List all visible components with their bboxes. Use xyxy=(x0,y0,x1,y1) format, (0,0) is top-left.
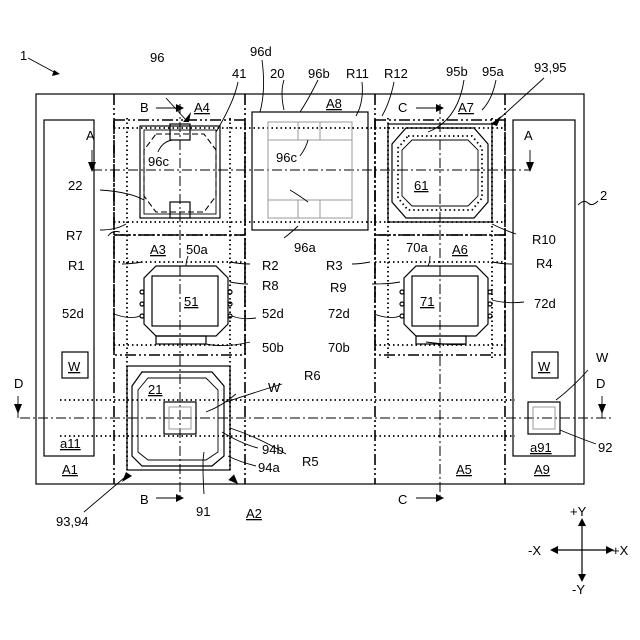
substrate-leader xyxy=(578,201,598,205)
arrow-93-94 xyxy=(122,472,132,482)
label-41: 41 xyxy=(232,66,246,81)
element-70b-foot xyxy=(416,336,466,344)
label-R6: R6 xyxy=(304,368,321,383)
label-52d-right: 52d xyxy=(262,306,284,321)
label-96d: 96d xyxy=(250,44,272,59)
label-R12: R12 xyxy=(384,66,408,81)
label-device-1: 1 xyxy=(20,48,27,63)
element-21-octagon xyxy=(132,372,224,466)
label-72d-left: 72d xyxy=(328,306,350,321)
label-C-top: C xyxy=(398,100,407,115)
label-R8: R8 xyxy=(262,278,279,293)
label-W-box-right: W xyxy=(538,359,551,374)
element-96c-pad-top xyxy=(298,122,320,140)
label-A3: A3 xyxy=(150,242,166,257)
arrow-a2 xyxy=(228,474,241,487)
label-91: 91 xyxy=(196,504,210,519)
label-50a: 50a xyxy=(186,242,208,257)
label-A1: A1 xyxy=(62,462,78,477)
label-A9: A9 xyxy=(534,462,550,477)
label-70b: 70b xyxy=(328,340,350,355)
label-A5: A5 xyxy=(456,462,472,477)
label-70a: 70a xyxy=(406,240,428,255)
label-R5: R5 xyxy=(302,454,319,469)
label-93-94: 93,94 xyxy=(56,514,89,529)
label-A4: A4 xyxy=(194,100,210,115)
label-C-bottom: C xyxy=(398,492,407,507)
label-axis-my: -Y xyxy=(572,582,585,597)
label-substrate-2: 2 xyxy=(600,188,607,203)
label-95b: 95b xyxy=(446,64,468,79)
label-D-right: D xyxy=(596,376,605,391)
label-A-left: A xyxy=(86,128,95,143)
label-96a: 96a xyxy=(294,240,316,255)
label-22: 22 xyxy=(68,178,82,193)
label-A8: A8 xyxy=(326,96,342,111)
label-61: 61 xyxy=(414,178,428,193)
region-a91-rect xyxy=(513,120,575,456)
label-R7: R7 xyxy=(66,228,83,243)
arrow-device-1 xyxy=(52,70,60,76)
label-20: 20 xyxy=(270,66,284,81)
label-93-95: 93,95 xyxy=(534,60,567,75)
label-B-bottom: B xyxy=(140,492,149,507)
label-A7: A7 xyxy=(458,100,474,115)
label-a11: a11 xyxy=(60,436,81,451)
label-D-left: D xyxy=(14,376,23,391)
label-96c-2: 96c xyxy=(276,150,297,165)
label-50b: 50b xyxy=(262,340,284,355)
region-a11-rect xyxy=(44,120,94,456)
label-R1: R1 xyxy=(68,258,85,273)
label-a91: a91 xyxy=(530,440,552,455)
arrow-93-95 xyxy=(491,116,501,126)
label-axis-py: +Y xyxy=(570,504,587,519)
element-50b-foot xyxy=(156,336,206,344)
label-R10: R10 xyxy=(532,232,556,247)
label-axis-px: +X xyxy=(612,543,629,558)
label-W-1: W xyxy=(268,380,281,395)
label-R11: R11 xyxy=(346,66,369,81)
label-A2: A2 xyxy=(246,506,262,521)
label-W-2: W xyxy=(596,350,609,365)
label-52d-left: 52d xyxy=(62,306,84,321)
label-95a: 95a xyxy=(482,64,504,79)
label-96b: 96b xyxy=(308,66,330,81)
label-96: 96 xyxy=(150,50,164,65)
label-96c-1: 96c xyxy=(148,154,169,169)
label-W-box-left: W xyxy=(68,359,81,374)
label-92: 92 xyxy=(598,440,612,455)
label-A-right: A xyxy=(524,128,533,143)
label-B-top: B xyxy=(140,100,149,115)
label-51: 51 xyxy=(184,294,198,309)
label-94b: 94b xyxy=(262,442,284,457)
element-96c-pad-bottom xyxy=(298,200,320,218)
label-R9: R9 xyxy=(330,280,347,295)
element-20-outer xyxy=(252,112,368,230)
label-72d-right: 72d xyxy=(534,296,556,311)
label-axis-mx: -X xyxy=(528,543,541,558)
label-R4: R4 xyxy=(536,256,553,271)
label-R3: R3 xyxy=(326,258,343,273)
label-R2: R2 xyxy=(262,258,279,273)
substrate-outline xyxy=(36,94,584,484)
label-A6: A6 xyxy=(452,242,468,257)
label-71: 71 xyxy=(420,294,434,309)
label-94a: 94a xyxy=(258,460,280,475)
label-21: 21 xyxy=(148,382,162,397)
